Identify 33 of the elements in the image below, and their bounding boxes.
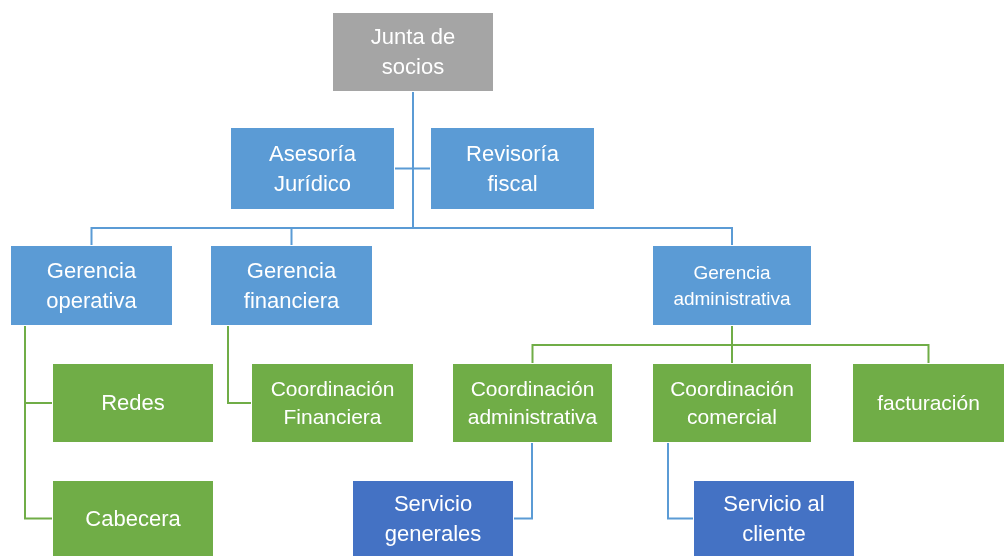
- org-unit-box: [52, 480, 214, 557]
- org-unit-box: [652, 245, 812, 326]
- org-unit-box: [852, 363, 1005, 443]
- unit-name: Servicio al cliente: [722, 489, 826, 548]
- org-unit-box: [332, 12, 494, 92]
- unit-name: Servicio generales: [383, 489, 483, 548]
- unit-name: Junta de socios: [369, 23, 457, 81]
- org-unit-box: [352, 480, 514, 557]
- unit-name: Gerencia financiera: [242, 256, 341, 315]
- unit-name: Coordinación administrativa: [466, 375, 599, 430]
- connector-line: [513, 442, 533, 520]
- unit-name: Gerencia administrativa: [672, 260, 792, 311]
- org-unit-box: [452, 363, 613, 443]
- connector-line: [731, 325, 930, 364]
- unit-name: Gerencia operativa: [45, 256, 138, 315]
- org-unit-box: [652, 363, 812, 443]
- unit-name: Coordinación comercial: [669, 375, 795, 430]
- org-unit-box: [230, 127, 395, 210]
- connector-line: [24, 325, 53, 520]
- unit-name: facturación: [876, 389, 981, 416]
- org-unit-box: [52, 363, 214, 443]
- org-unit-box: [693, 480, 855, 557]
- unit-name: Redes: [100, 389, 166, 418]
- unit-name: Cabecera: [84, 504, 182, 533]
- unit-name: Coordinación Financiera: [269, 375, 396, 430]
- org-unit-box: [430, 127, 595, 210]
- org-unit-box: [10, 245, 173, 326]
- connector-line: [667, 442, 694, 520]
- org-unit-box: [251, 363, 414, 443]
- connector-line: [227, 325, 252, 404]
- org-unit-box: [210, 245, 373, 326]
- unit-name: Asesoría Jurídico: [268, 139, 357, 198]
- unit-name: Revisoría fiscal: [465, 139, 560, 198]
